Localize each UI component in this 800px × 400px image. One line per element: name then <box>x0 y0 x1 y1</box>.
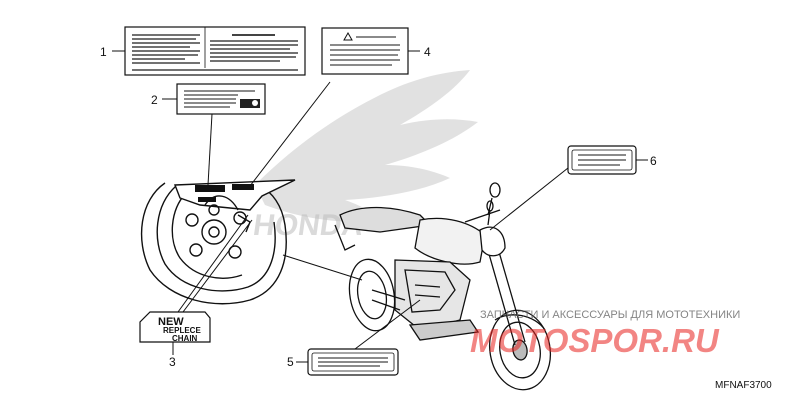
callout-2: 2 <box>151 93 158 107</box>
callout-6: 6 <box>650 154 657 168</box>
warning-triangle-icon <box>343 31 353 41</box>
leader-lines <box>177 81 569 350</box>
diagram-code: MFNAF3700 <box>715 380 772 391</box>
chain-label-line2: REPLECE <box>163 326 201 335</box>
wheel-label-position-mark <box>232 184 254 190</box>
label-4-drawing <box>321 27 409 75</box>
label-5-drawing <box>307 348 399 376</box>
label-6-drawing <box>567 145 637 175</box>
motorcycle-drawing <box>334 182 551 391</box>
callout-5: 5 <box>287 355 294 369</box>
honda-wing-watermark <box>255 70 478 222</box>
chain-label-line1: NEW <box>158 316 184 328</box>
chain-label-drawing <box>139 311 211 343</box>
chain-label-position-mark <box>195 185 225 192</box>
callout-3: 3 <box>169 355 176 369</box>
watermark-logo: MOTOSPOR.RU <box>470 322 720 359</box>
label-1-drawing <box>124 26 306 76</box>
label-2-drawing <box>176 83 266 115</box>
callout-4: 4 <box>424 45 431 59</box>
chain-label-line3: CHAIN <box>172 334 198 343</box>
swingarm-label-position-mark <box>198 197 216 202</box>
watermark-tagline: ЗАПЧАСТИ И АКСЕССУАРЫ ДЛЯ МОТОТЕХНИКИ <box>480 309 740 321</box>
book-icon <box>240 99 260 108</box>
callout-1: 1 <box>100 45 107 59</box>
